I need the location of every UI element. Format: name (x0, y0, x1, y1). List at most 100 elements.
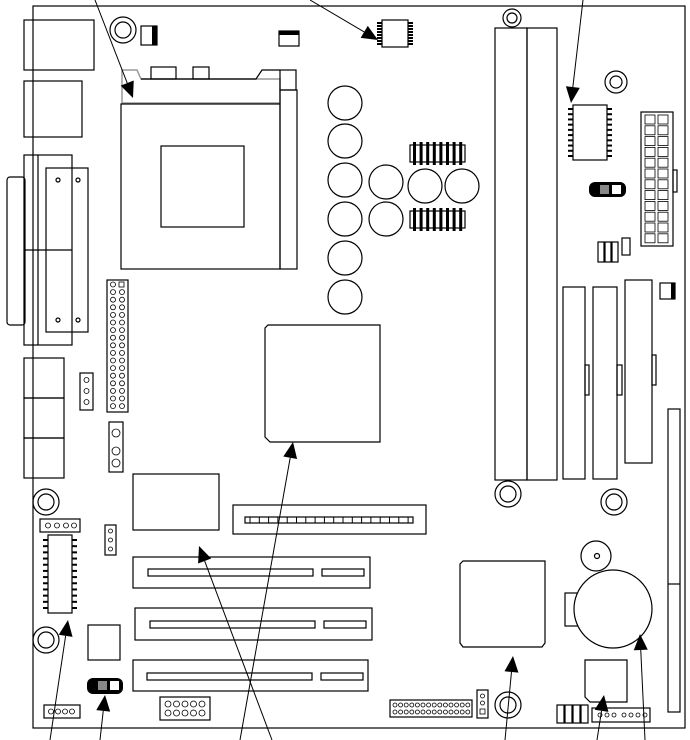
pin (119, 334, 125, 341)
floppy-connector (624, 279, 653, 464)
arrowhead-icon (633, 634, 648, 651)
pin (110, 296, 116, 303)
pin (110, 372, 116, 379)
pin (119, 403, 125, 410)
power-pin (657, 125, 669, 136)
power-pin (657, 233, 669, 244)
pin (392, 709, 398, 715)
pin (164, 700, 172, 708)
jumper-clear-cmos (589, 182, 626, 197)
power-pin (657, 146, 669, 157)
power-pin (644, 136, 656, 147)
resistor-pin (426, 142, 430, 165)
pin (198, 709, 206, 717)
ide-connector-1 (562, 286, 586, 480)
pin (398, 709, 404, 715)
pin-1 (118, 281, 125, 288)
pin (119, 395, 125, 402)
arrowhead-icon (504, 656, 519, 673)
ide-connector-2 (592, 286, 618, 480)
pin (110, 327, 116, 334)
mounting-hole (502, 8, 522, 28)
capacitor (327, 279, 363, 315)
capacitor (327, 201, 363, 237)
header-3pin (79, 372, 94, 411)
capacitor (327, 162, 363, 198)
pin (119, 327, 125, 334)
resistor-pin (426, 208, 430, 231)
pin (110, 395, 116, 402)
board-outline (32, 5, 686, 729)
pin (420, 702, 426, 708)
riser-slot (667, 408, 681, 713)
audio-jack-3 (23, 437, 65, 479)
pin (459, 709, 465, 715)
capacitor (368, 164, 404, 200)
usb-header (159, 696, 211, 721)
db-connector-shell (6, 176, 26, 326)
capacitor (327, 240, 363, 276)
dimm-slot-2 (526, 27, 558, 481)
pin (190, 709, 197, 717)
buzzer (580, 540, 612, 572)
power-pin (657, 157, 669, 168)
pin (119, 357, 125, 364)
callout-arrows (49, 0, 648, 740)
mounting-hole (494, 480, 522, 508)
pin (442, 709, 448, 715)
capacitor (407, 168, 443, 204)
pin (173, 709, 180, 717)
front-panel-header (106, 279, 129, 413)
resistor-pin (452, 208, 456, 231)
resistor-pin (439, 208, 443, 231)
pin (119, 304, 125, 311)
jumper-block (597, 237, 631, 263)
resistor-pin (413, 142, 416, 165)
callout-line (49, 635, 67, 740)
pin (119, 319, 125, 326)
pin (409, 702, 415, 708)
pci-slot-2 (134, 607, 373, 641)
pin (110, 357, 116, 364)
mounting-hole (109, 16, 137, 44)
header-3pin (108, 421, 124, 473)
resistor-pin (452, 142, 456, 165)
pin (420, 709, 426, 715)
mounting-holes (32, 8, 628, 719)
voltage-regulator-chip (568, 104, 612, 161)
pin (119, 296, 125, 303)
pin (454, 702, 460, 708)
header-3pin-vertical (476, 689, 489, 719)
callout-line (94, 0, 128, 84)
pin (119, 349, 125, 356)
pin (173, 700, 180, 708)
callout-line (504, 671, 512, 740)
power-pin (644, 211, 656, 222)
resistor-pin (419, 208, 423, 231)
clock-generator-chip (377, 19, 413, 48)
pin (110, 334, 116, 341)
power-pin (644, 233, 656, 244)
arrowhead-icon (565, 86, 580, 103)
south-bridge-chip (459, 560, 546, 648)
rear-io-panel (6, 19, 95, 479)
power-pin (657, 136, 669, 147)
dimm-slots (494, 27, 558, 481)
pin (448, 702, 454, 708)
lan-chip (584, 659, 628, 703)
pin (110, 319, 116, 326)
usb-connector (23, 80, 83, 138)
callout-line (204, 560, 273, 740)
power-pin (644, 190, 656, 201)
pin (198, 700, 206, 708)
agp-slot (232, 504, 427, 535)
power-pin (644, 200, 656, 211)
power-pin (644, 168, 656, 179)
power-pin (657, 114, 669, 125)
audio-jack-1 (23, 357, 65, 399)
pin (431, 709, 437, 715)
resistor-array (409, 208, 466, 231)
resistor-pin (439, 142, 443, 165)
arrowhead-icon (96, 695, 111, 712)
callout-line (309, 0, 365, 33)
